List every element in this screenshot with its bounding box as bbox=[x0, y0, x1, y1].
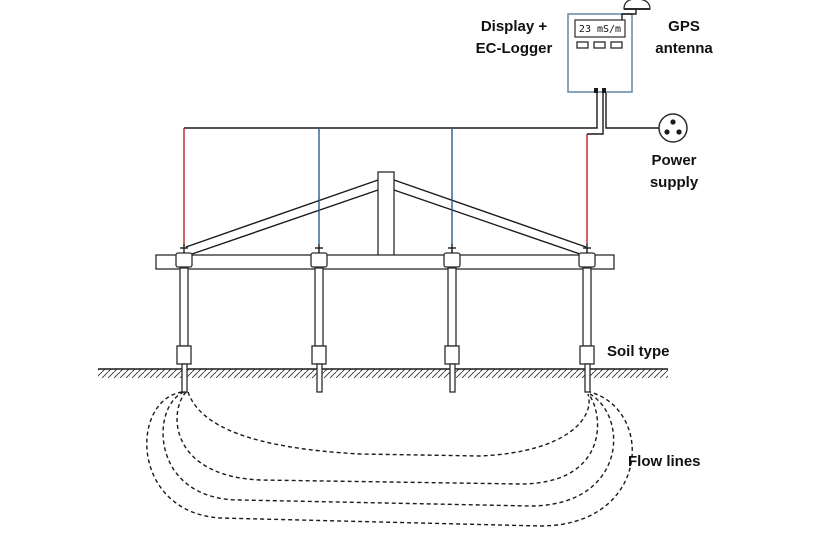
electrode-1 bbox=[175, 244, 193, 393]
label-power-line2: supply bbox=[650, 174, 699, 191]
main-bus-wire bbox=[184, 92, 598, 129]
logger-port-1 bbox=[594, 88, 598, 93]
label-soil-type: Soil type bbox=[607, 343, 670, 360]
sensor-frame bbox=[155, 171, 615, 270]
logger-button-1 bbox=[576, 41, 589, 49]
gps-cable bbox=[621, 8, 637, 20]
label-display-logger-line2: EC-Logger bbox=[476, 40, 553, 57]
ec-logger-unit: 23 mS/m bbox=[567, 13, 633, 93]
electrode-4 bbox=[578, 244, 596, 393]
truss-left-lower bbox=[191, 189, 379, 255]
soil-hatching bbox=[98, 369, 668, 378]
truss-right-upper bbox=[393, 179, 587, 248]
logger-reading: 23 mS/m bbox=[579, 24, 621, 35]
truss-right-lower bbox=[393, 189, 581, 255]
flow-line-outer bbox=[146, 391, 633, 527]
flow-line-middle bbox=[162, 391, 615, 507]
power-cable bbox=[605, 92, 660, 129]
label-display-logger-line1: Display + bbox=[481, 18, 548, 35]
frame-beam bbox=[155, 254, 615, 270]
label-gps-line2: antenna bbox=[655, 40, 713, 57]
logger-button-3 bbox=[610, 41, 623, 49]
power-socket-icon bbox=[658, 113, 688, 143]
electrode-2 bbox=[310, 244, 328, 393]
truss-left-upper bbox=[185, 179, 379, 248]
flow-lines bbox=[146, 391, 633, 527]
ground-surface bbox=[98, 368, 668, 378]
flow-line-inner bbox=[176, 391, 599, 485]
label-gps-line1: GPS bbox=[668, 18, 700, 35]
return-wire bbox=[587, 92, 604, 135]
logger-button-2 bbox=[593, 41, 606, 49]
flow-line-shallow bbox=[187, 391, 590, 457]
logger-port-2 bbox=[602, 88, 606, 93]
label-power-line1: Power bbox=[651, 152, 696, 169]
logger-screen bbox=[574, 19, 626, 38]
wiring bbox=[183, 92, 660, 244]
frame-mast bbox=[377, 171, 395, 257]
electrode-3 bbox=[443, 244, 461, 393]
gps-dome bbox=[623, 0, 651, 10]
label-flow-lines: Flow lines bbox=[628, 453, 701, 470]
gps-antenna-icon bbox=[621, 0, 651, 20]
